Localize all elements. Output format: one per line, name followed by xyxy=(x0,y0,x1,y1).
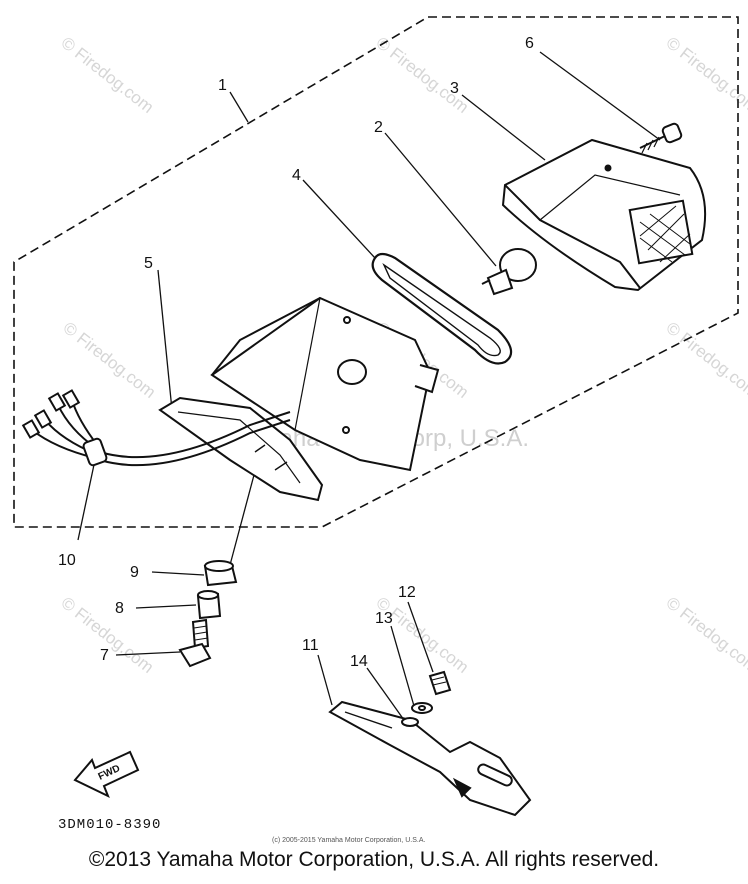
callout-2: 2 xyxy=(374,119,383,136)
plate-bolt xyxy=(428,670,452,696)
callout-1: 1 xyxy=(218,77,227,94)
bracket xyxy=(328,700,532,817)
bolt xyxy=(178,618,212,668)
watermark-site: © Firedog.com xyxy=(58,593,158,677)
assembly-outline xyxy=(13,16,739,528)
watermark-site: © Firedog.com xyxy=(663,593,748,677)
washer-13 xyxy=(411,702,433,714)
fwd-arrow: FWD xyxy=(73,750,140,799)
grommet xyxy=(203,560,238,587)
watermark-site: © Firedog.com xyxy=(60,318,160,402)
mounting-base xyxy=(158,396,324,502)
watermark-site: © Firedog.com xyxy=(373,33,473,117)
callout-13: 13 xyxy=(375,610,393,627)
callout-12: 12 xyxy=(398,584,416,601)
gasket xyxy=(371,252,513,365)
washer-14 xyxy=(401,717,419,727)
copyright-footer: ©2013 Yamaha Motor Corporation, U.S.A. A… xyxy=(88,848,660,871)
callout-7: 7 xyxy=(100,647,109,664)
callouts: 1 2 3 4 5 6 7 8 9 10 11 12 13 14 xyxy=(58,35,534,670)
callout-8: 8 xyxy=(115,600,124,617)
bulb xyxy=(481,248,537,296)
callout-5: 5 xyxy=(144,255,153,272)
callout-3: 3 xyxy=(450,80,459,97)
callout-11: 11 xyxy=(302,637,319,654)
lens-cover xyxy=(501,138,707,292)
callout-9: 9 xyxy=(130,564,139,581)
watermark-site: © Firedog.com xyxy=(373,593,473,677)
leader-lines xyxy=(77,51,661,721)
callout-10: 10 xyxy=(58,552,76,569)
callout-4: 4 xyxy=(292,167,301,184)
collar xyxy=(196,590,222,620)
watermark-site: © Firedog.com xyxy=(663,318,748,402)
watermark-site: © Firedog.com xyxy=(58,33,158,117)
small-copyright: (c) 2005-2015 Yamaha Motor Corporation, … xyxy=(272,837,425,844)
diagram-code: 3DM010-8390 xyxy=(58,817,161,833)
callout-6: 6 xyxy=(525,35,534,52)
watermark-site: © Firedog.com xyxy=(663,33,748,117)
taillight-housing xyxy=(210,296,440,472)
wire-harness xyxy=(21,389,291,467)
screw xyxy=(639,122,683,154)
callout-14: 14 xyxy=(350,653,368,670)
